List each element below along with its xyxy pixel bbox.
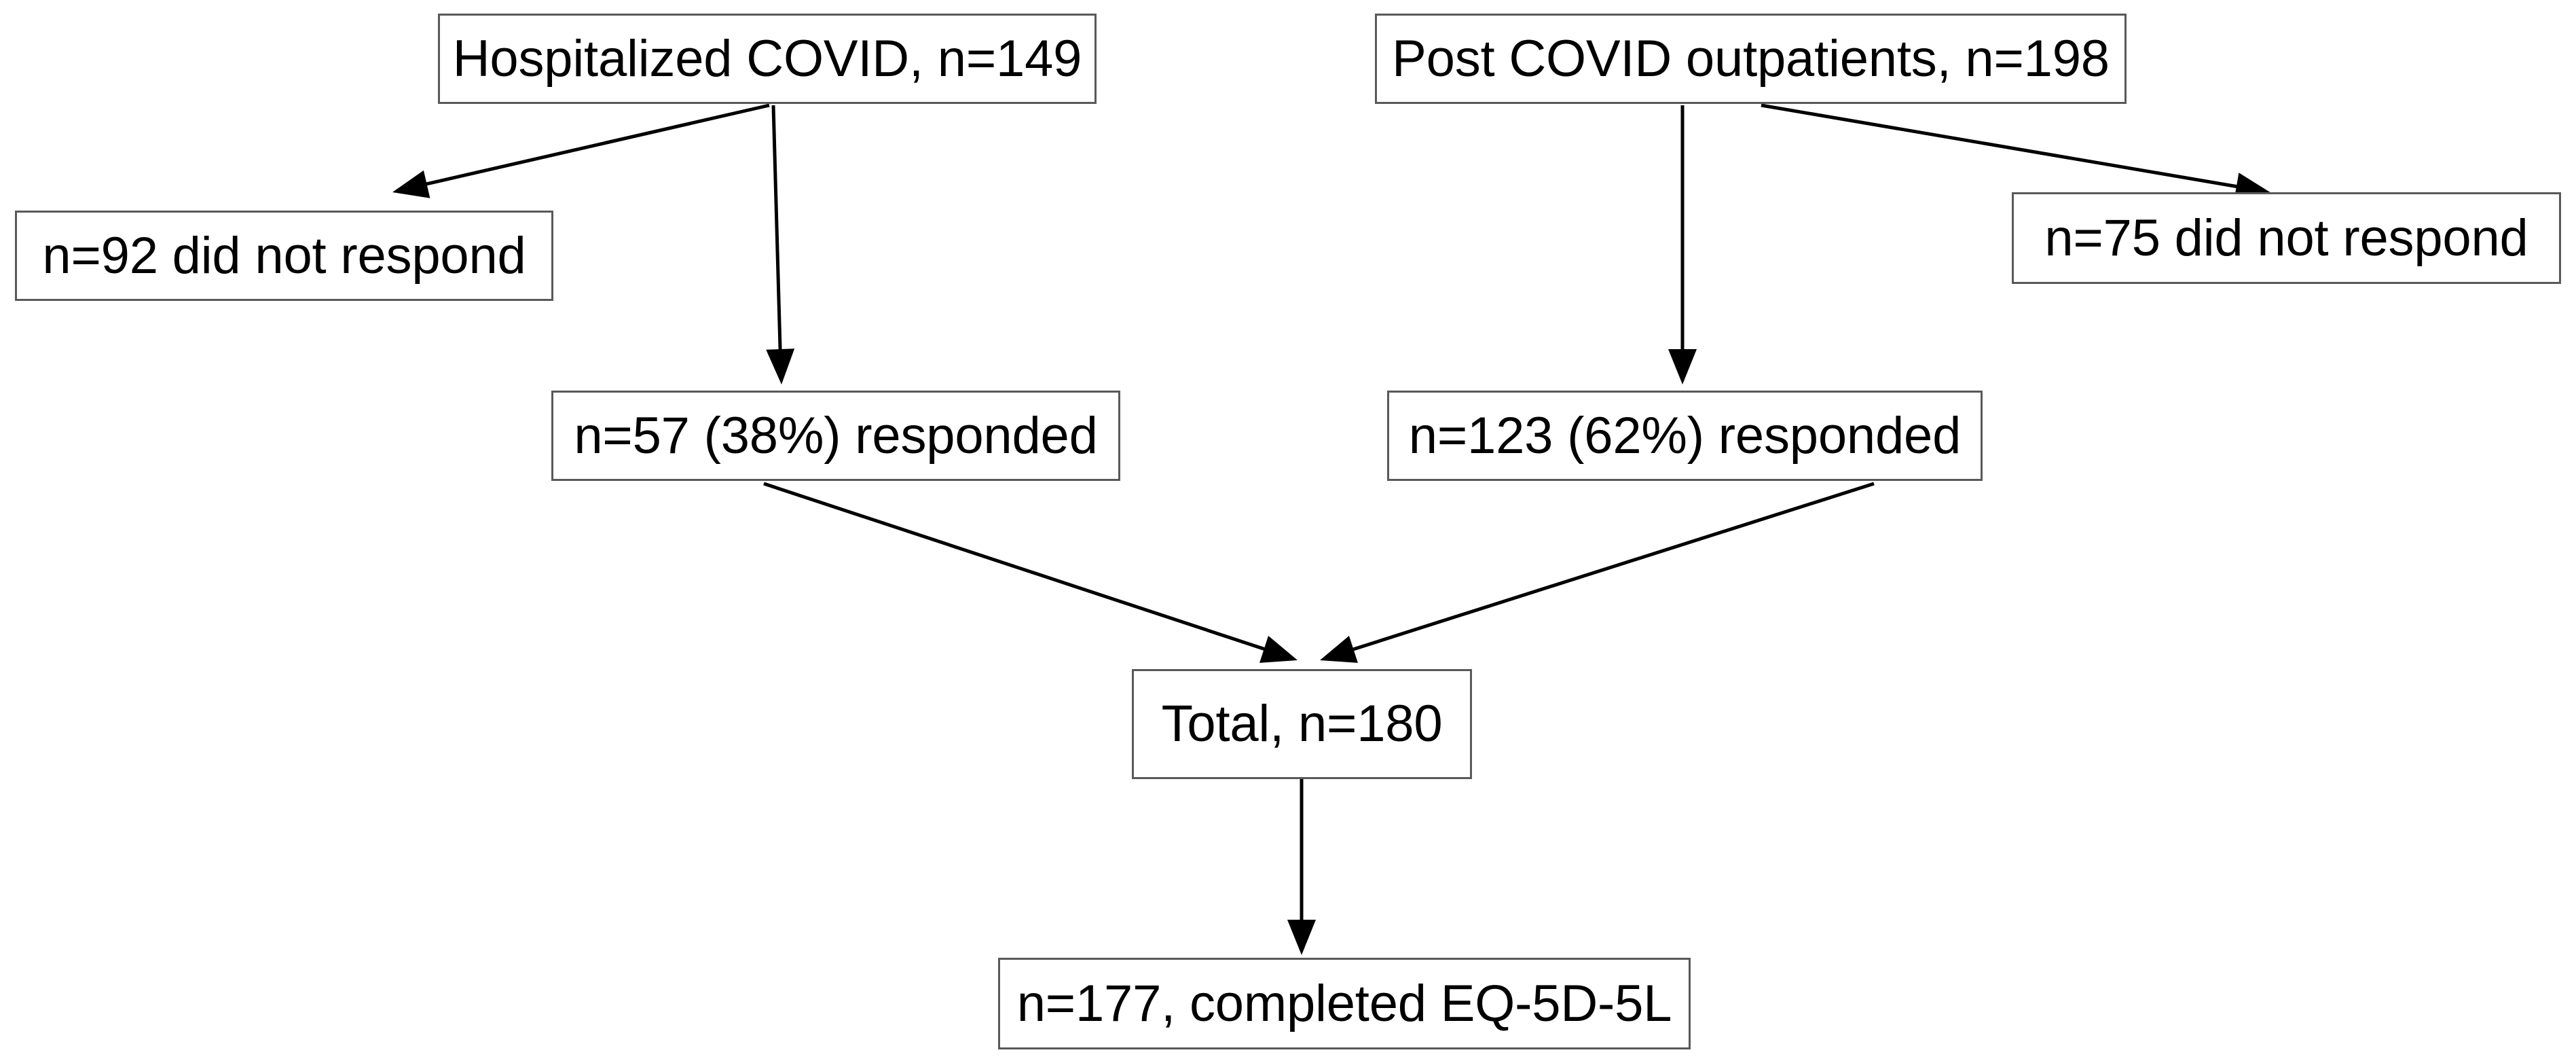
edge-hospitalized-to-n92-arrowhead — [392, 170, 430, 198]
node-total[interactable]: Total, n=180 — [1132, 669, 1472, 779]
node-label: Total, n=180 — [1161, 695, 1443, 753]
node-completed-eq5d5l[interactable]: n=177, completed EQ-5D-5L — [998, 958, 1691, 1049]
node-label: n=92 did not respond — [42, 226, 526, 285]
edge-hospitalized-to-n57 — [771, 105, 783, 373]
edge-n57-to-total-arrowhead — [1259, 635, 1298, 663]
node-label: n=57 (38%) responded — [574, 406, 1098, 465]
node-n75-did-not-respond[interactable]: n=75 did not respond — [2012, 192, 2561, 284]
node-label: n=123 (62%) responded — [1408, 406, 1962, 465]
edge-hospitalized-to-n57-arrowhead — [766, 348, 795, 384]
node-hospitalized-covid[interactable]: Hospitalized COVID, n=149 — [438, 14, 1097, 104]
node-post-covid-outpatients[interactable]: Post COVID outpatients, n=198 — [1375, 14, 2127, 104]
node-n92-did-not-respond[interactable]: n=92 did not respond — [15, 211, 553, 301]
edge-outpatients-to-n123-arrowhead — [1668, 349, 1697, 384]
node-n123-responded[interactable]: n=123 (62%) responded — [1387, 391, 1983, 481]
node-n57-responded[interactable]: n=57 (38%) responded — [551, 391, 1120, 481]
edge-total-to-completed-arrowhead — [1287, 920, 1316, 955]
node-label: n=75 did not respond — [2044, 209, 2528, 267]
edge-n57-to-total — [763, 482, 1291, 660]
node-label: n=177, completed EQ-5D-5L — [1016, 974, 1672, 1032]
edge-hospitalized-to-n92 — [396, 103, 770, 193]
node-label: Hospitalized COVID, n=149 — [452, 29, 1082, 88]
edge-n123-to-total-arrowhead — [1320, 635, 1358, 663]
edge-n123-to-total — [1327, 482, 1875, 660]
node-label: Post COVID outpatients, n=198 — [1392, 29, 2110, 88]
edge-outpatients-to-n75 — [1761, 103, 2263, 193]
